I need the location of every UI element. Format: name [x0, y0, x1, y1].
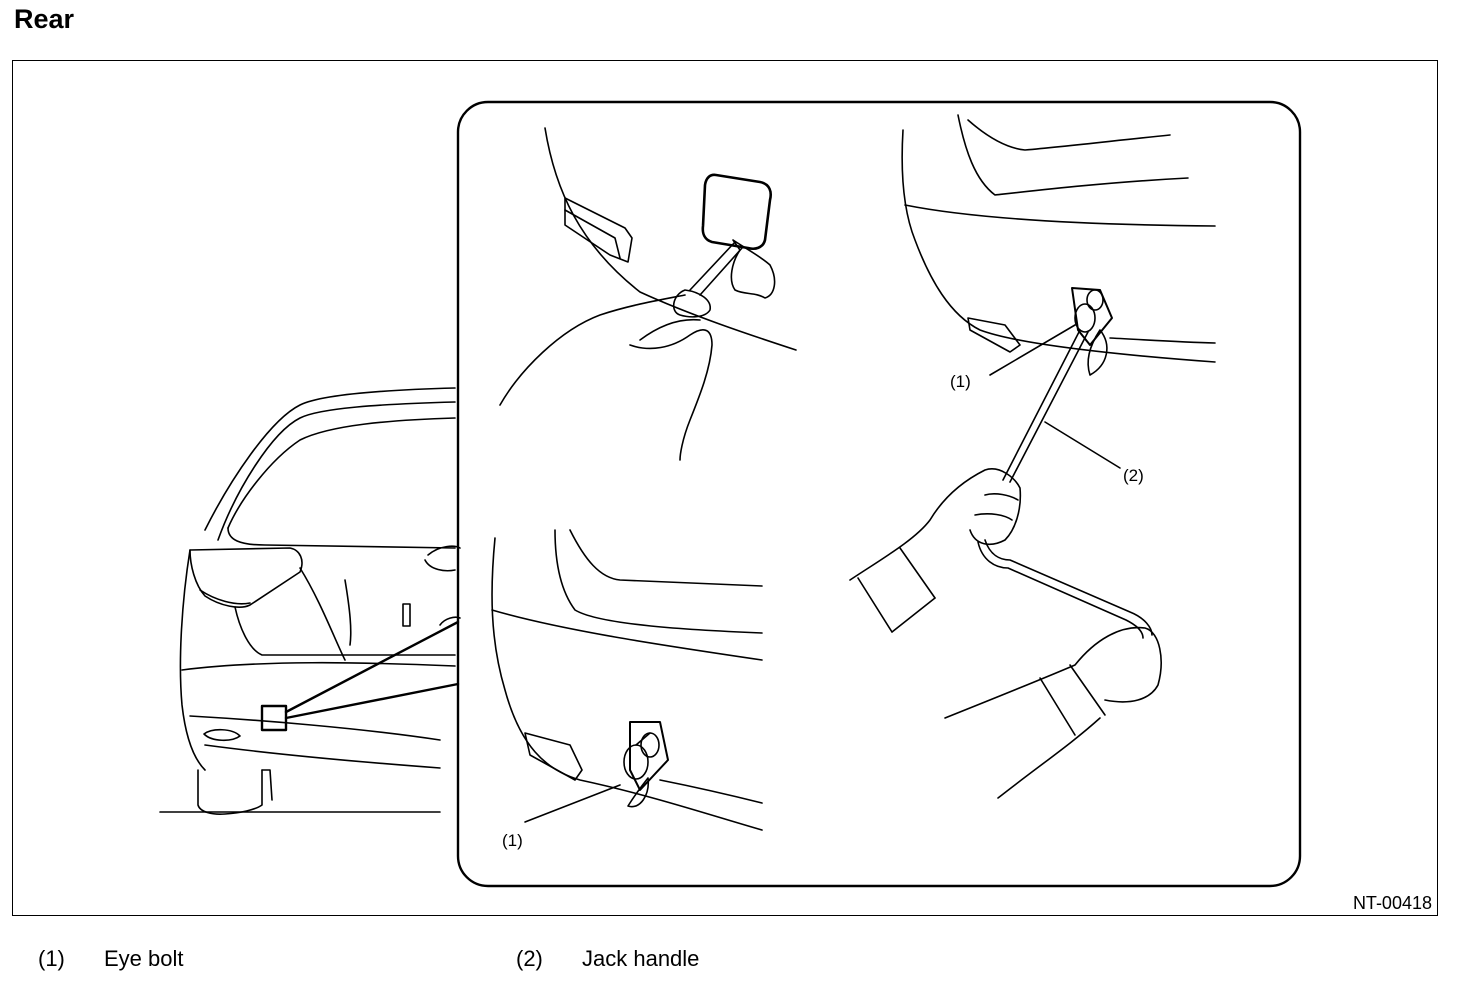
- detail-panel: [456, 100, 1302, 888]
- legend-label: Jack handle: [582, 946, 700, 971]
- figure-id: NT-00418: [1352, 893, 1432, 913]
- callout-eye-bolt-left: (1): [502, 831, 523, 850]
- car-rear-view: [159, 387, 461, 815]
- callout-eye-bolt-right: (1): [950, 372, 971, 391]
- legend-item-eye-bolt: (1) Eye bolt: [38, 946, 184, 972]
- step-remove-cover: [499, 127, 797, 461]
- legend-number: (1): [38, 946, 65, 971]
- legend-number: (2): [516, 946, 543, 971]
- step-eye-bolt-installed: [491, 529, 763, 831]
- step-tighten-with-jack-handle: [849, 114, 1216, 799]
- callout-jack-handle: (2): [1123, 466, 1144, 485]
- figure-frame: [12, 60, 1438, 916]
- legend-item-jack-handle: (2) Jack handle: [516, 946, 699, 972]
- legend-label: Eye bolt: [104, 946, 184, 971]
- page-title: Rear: [14, 4, 75, 34]
